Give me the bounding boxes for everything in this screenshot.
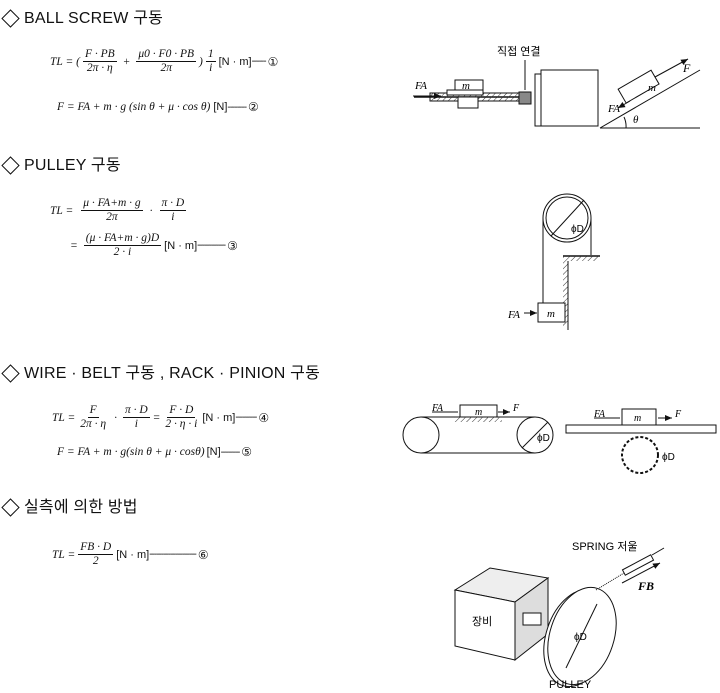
section-heading-pulley: PULLEY 구동 (0, 151, 121, 175)
section-heading-ballscrew: BALL SCREW 구동 (0, 4, 163, 28)
measurement-diagram (453, 547, 665, 688)
coupling-label: 직접 연결 (497, 45, 541, 58)
equation-marker: ⑥ (197, 547, 209, 562)
pulley-label: PULLEY (549, 679, 592, 691)
measure-diameter-label: ϕD (574, 632, 587, 643)
rack-mass-label: m (634, 413, 641, 424)
section-heading-wire-belt: WIRE · BELT 구동 , RACK · PINION 구동 (0, 359, 320, 383)
pulley-diameter-label: ϕD (571, 224, 584, 235)
incline-force-label: F (682, 61, 691, 75)
equation-marker: ② (248, 100, 259, 114)
section-heading-measurement: 실측에 의한 방법 (0, 493, 138, 517)
mass-label: m (462, 80, 470, 92)
ballscrew-diagram (413, 58, 701, 129)
belt-fa-label: FA (431, 403, 444, 414)
device-label: 장비 (472, 615, 492, 628)
belt-diameter-label: ϕD (537, 433, 550, 444)
incline-fa-label: FA (607, 103, 620, 115)
motor-box (540, 69, 599, 127)
equation-2: F = FA + m · g (sin θ + μ · cos θ) [N] -… (57, 100, 259, 114)
equation-marker: ③ (227, 238, 238, 253)
belt-f-label: F (512, 403, 520, 414)
incline-mass-label: m (648, 82, 656, 94)
equation-5: F = FA + m · g(sin θ + μ · cosθ) [N] ---… (57, 445, 253, 459)
rack-f-label: F (674, 409, 682, 420)
equation-marker: ① (267, 54, 279, 69)
spring-scale-label: SPRING 저울 (572, 540, 637, 553)
belt-diagram (402, 404, 554, 454)
rack-diameter-label: ϕD (662, 452, 675, 463)
rack-fa-label: FA (593, 409, 606, 420)
rack-diagram (565, 408, 717, 474)
equation-marker: ④ (258, 410, 270, 425)
pulley-diagram (524, 193, 600, 330)
theta-label: θ (633, 114, 639, 126)
belt-mass-label: m (475, 407, 482, 418)
pulley-fa-label: FA (507, 309, 520, 321)
force-fb-label: FB (637, 579, 654, 593)
force-fa-label: FA (414, 80, 427, 92)
equation-marker: ⑤ (241, 445, 253, 459)
pulley-mass-label: m (547, 308, 555, 320)
